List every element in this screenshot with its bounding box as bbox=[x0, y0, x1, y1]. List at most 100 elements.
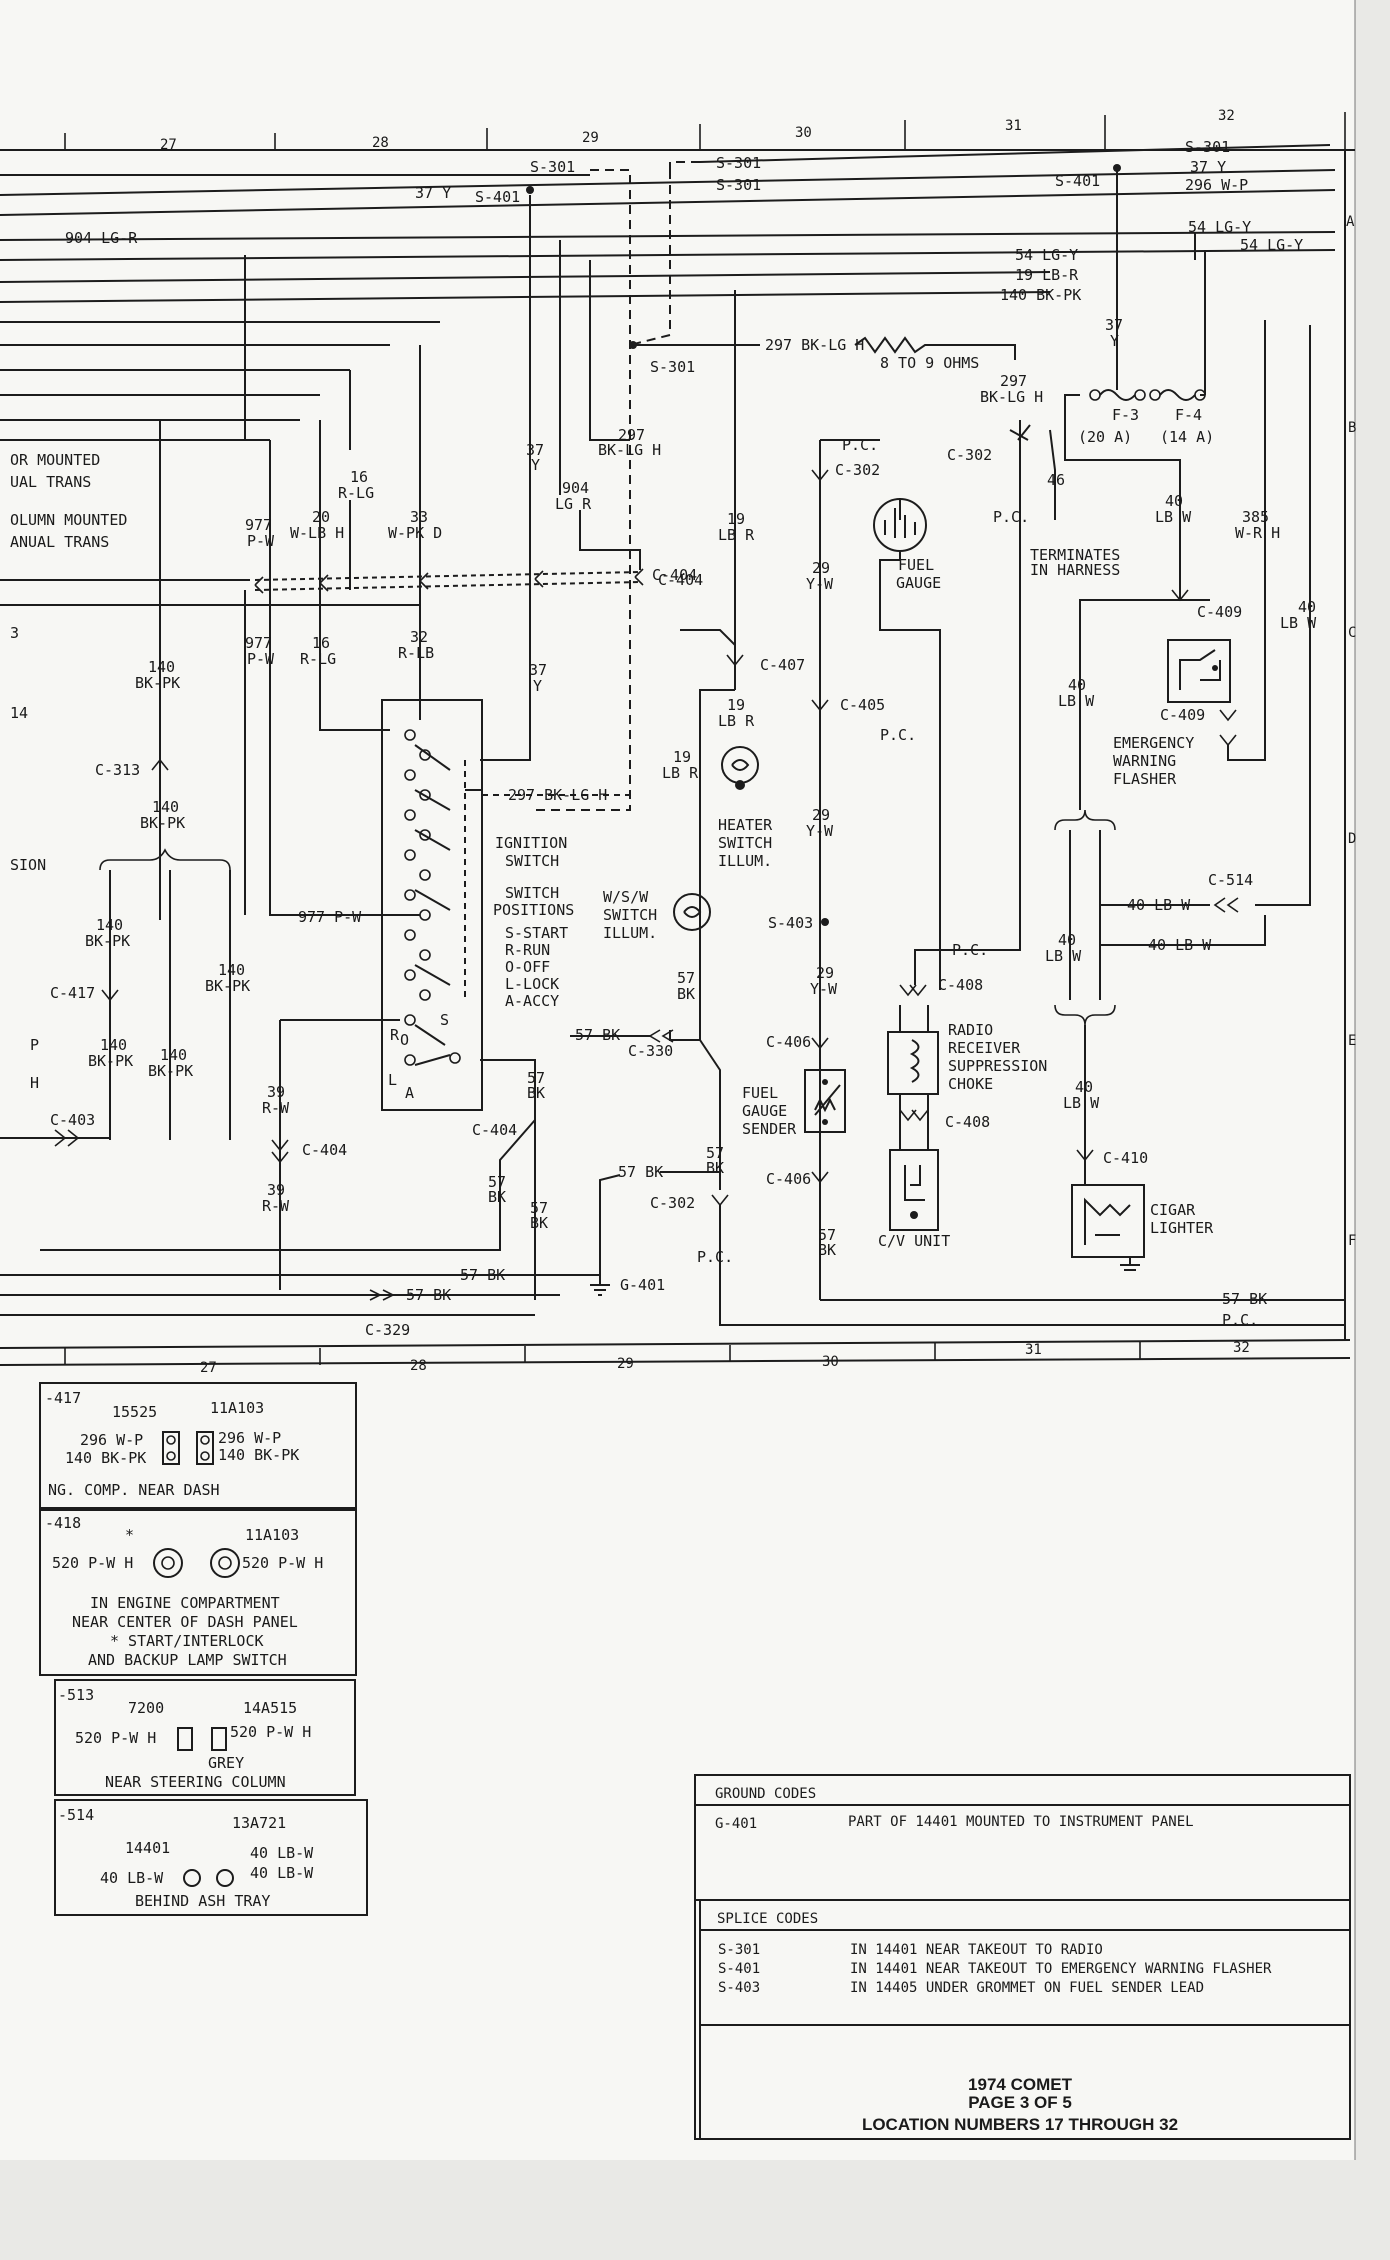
connector-detail-418: -418 * 11A103 520 P-W H 520 P-W H IN ENG… bbox=[39, 1509, 357, 1676]
label-heat1: HEATER bbox=[718, 816, 773, 834]
label-57f: 57 BK bbox=[618, 1163, 663, 1181]
label-pos1: SWITCH bbox=[505, 884, 559, 902]
label-wsw3: ILLUM. bbox=[603, 924, 657, 942]
sw-s: S bbox=[440, 1011, 449, 1029]
label-40e: 40 LB W bbox=[1127, 896, 1191, 914]
conn417-a: 15525 bbox=[112, 1403, 157, 1421]
grid-top-27: 27 bbox=[160, 137, 177, 153]
label-39: 39 bbox=[267, 1083, 285, 1101]
conn514-loc: BEHIND ASH TRAY bbox=[135, 1892, 270, 1910]
label-pc3: P.C. bbox=[880, 726, 916, 744]
label-s301-top: S-301 bbox=[530, 158, 575, 176]
label-297c2: BK-LG H bbox=[598, 441, 661, 459]
label-19a: 19 bbox=[727, 510, 745, 528]
label-c302c: C-302 bbox=[650, 1194, 695, 1212]
label-29b: 29 bbox=[812, 806, 830, 824]
label-46: 46 bbox=[1047, 471, 1065, 489]
label-977: 977 bbox=[245, 516, 272, 534]
label-fgs1: FUEL bbox=[742, 1084, 778, 1102]
label-c406b: C-406 bbox=[766, 1170, 811, 1188]
ground-code-g401: G-401 bbox=[715, 1816, 757, 1832]
label-39b: R-W bbox=[262, 1099, 290, 1117]
label-20: 20 bbox=[312, 508, 330, 526]
label-c302b: C-302 bbox=[947, 446, 992, 464]
label-57bk2: 57 BK bbox=[406, 1286, 451, 1304]
label-37d: Y bbox=[533, 677, 542, 695]
label-40cb: LB W bbox=[1280, 614, 1317, 632]
splice-codes-title: SPLICE CODES bbox=[717, 1911, 818, 1927]
conn514-r1: 40 LB-W bbox=[250, 1844, 314, 1862]
label-40d: 40 bbox=[1068, 676, 1086, 694]
label-16b: R-LG bbox=[338, 484, 374, 502]
conn514-r2: 40 LB-W bbox=[250, 1864, 314, 1882]
label-ew1: EMERGENCY bbox=[1113, 734, 1194, 752]
conn418-loc3: * START/INTERLOCK bbox=[110, 1632, 264, 1650]
conn514-code: -514 bbox=[58, 1806, 94, 1824]
grid-bottom-32: 32 bbox=[1233, 1340, 1250, 1356]
conn514-a: 14401 bbox=[125, 1839, 170, 1857]
label-c410: C-410 bbox=[1103, 1149, 1148, 1167]
codes-table: GROUND CODES G-401 PART OF 14401 MOUNTED… bbox=[694, 1774, 1351, 2140]
label-c514: C-514 bbox=[1208, 871, 1253, 889]
conn417-b: 11A103 bbox=[210, 1399, 264, 1417]
row-labels: A B C D E F bbox=[1346, 214, 1356, 1249]
label-fgs2: GAUGE bbox=[742, 1102, 787, 1120]
splice-s403: S-403 bbox=[718, 1980, 760, 1996]
sw-a: A bbox=[405, 1084, 414, 1102]
label-37-fuse: 37 bbox=[1105, 316, 1123, 334]
left-label-1: OR MOUNTED bbox=[10, 451, 100, 469]
label-37b: Y bbox=[531, 456, 540, 474]
fuse-f3: F-3 bbox=[1112, 406, 1139, 424]
cv-unit-icon bbox=[889, 1149, 939, 1231]
label-pos2: POSITIONS bbox=[493, 901, 574, 919]
grid-bottom-27: 27 bbox=[200, 1360, 217, 1376]
label-c406a: C-406 bbox=[766, 1033, 811, 1051]
splice-s301: S-301 bbox=[718, 1942, 760, 1958]
label-s301-mid: S-301 bbox=[716, 154, 761, 172]
splice-s301-desc: IN 14401 NEAR TAKEOUT TO RADIO bbox=[850, 1942, 1103, 1958]
label-term1: TERMINATES bbox=[1030, 546, 1120, 564]
row-e: E bbox=[1348, 1033, 1356, 1049]
label-37y-top: 37 Y bbox=[415, 184, 451, 202]
label-29c: 29 bbox=[816, 964, 834, 982]
conn513-code: -513 bbox=[58, 1686, 94, 1704]
label-37y-fuse: Y bbox=[1110, 332, 1119, 350]
connector-detail-513: -513 7200 14A515 520 P-W H 520 P-W H GRE… bbox=[54, 1679, 356, 1796]
label-40ab: LB W bbox=[1155, 508, 1192, 526]
label-977b: P-W bbox=[247, 532, 275, 550]
label-54lgy-a: 54 LG-Y bbox=[1188, 218, 1251, 236]
label-c404: C-404 bbox=[658, 571, 703, 589]
label-57ab: BK bbox=[527, 1084, 545, 1102]
label-140h: BK-PK bbox=[205, 977, 250, 995]
label-57h: 57 bbox=[818, 1226, 836, 1244]
label-cig1: CIGAR bbox=[1150, 1201, 1196, 1219]
grid-top-31: 31 bbox=[1005, 118, 1022, 134]
label-c404-r: C-404 bbox=[652, 566, 697, 584]
label-20b: W-LB H bbox=[290, 524, 344, 542]
conn417-r1: 296 W-P bbox=[218, 1429, 281, 1447]
label-c409b: C-409 bbox=[1160, 706, 1205, 724]
label-c404c: C-404 bbox=[472, 1121, 517, 1139]
conn417-r2: 140 BK-PK bbox=[218, 1446, 299, 1464]
label-19db: LB R bbox=[662, 764, 699, 782]
label-140b: BK-PK bbox=[135, 674, 180, 692]
label-33b: W-PK D bbox=[388, 524, 442, 542]
label-c408b: C-408 bbox=[945, 1113, 990, 1131]
label-ew3: FLASHER bbox=[1113, 770, 1177, 788]
label-16c: 16 bbox=[312, 634, 330, 652]
conn513-grey: GREY bbox=[208, 1754, 244, 1772]
title-line2: PAGE 3 OF 5 bbox=[968, 2093, 1072, 2112]
label-140e: 140 bbox=[96, 916, 123, 934]
ground-code-g401-desc: PART OF 14401 MOUNTED TO INSTRUMENT PANE… bbox=[848, 1814, 1194, 1830]
grid-bottom-31: 31 bbox=[1025, 1342, 1042, 1358]
lower-ignition: 39 R-W C-404 39 R-W 57 BK C-404 57 BK 57… bbox=[0, 605, 600, 1339]
s301-dashed: S-301 bbox=[530, 161, 700, 811]
label-ign1: IGNITION bbox=[495, 834, 567, 852]
label-wsw2: SWITCH bbox=[603, 906, 657, 924]
label-140j: BK-PK bbox=[88, 1052, 133, 1070]
label-wsw1: W/S/W bbox=[603, 888, 649, 906]
label-term2: IN HARNESS bbox=[1030, 561, 1120, 579]
label-c302a: C-302 bbox=[835, 461, 880, 479]
gauge-section: 19 LB R C-404 P.C. C-302 FUEL GAUGE 29 Y… bbox=[570, 290, 1345, 1329]
label-c404b: C-404 bbox=[302, 1141, 347, 1159]
